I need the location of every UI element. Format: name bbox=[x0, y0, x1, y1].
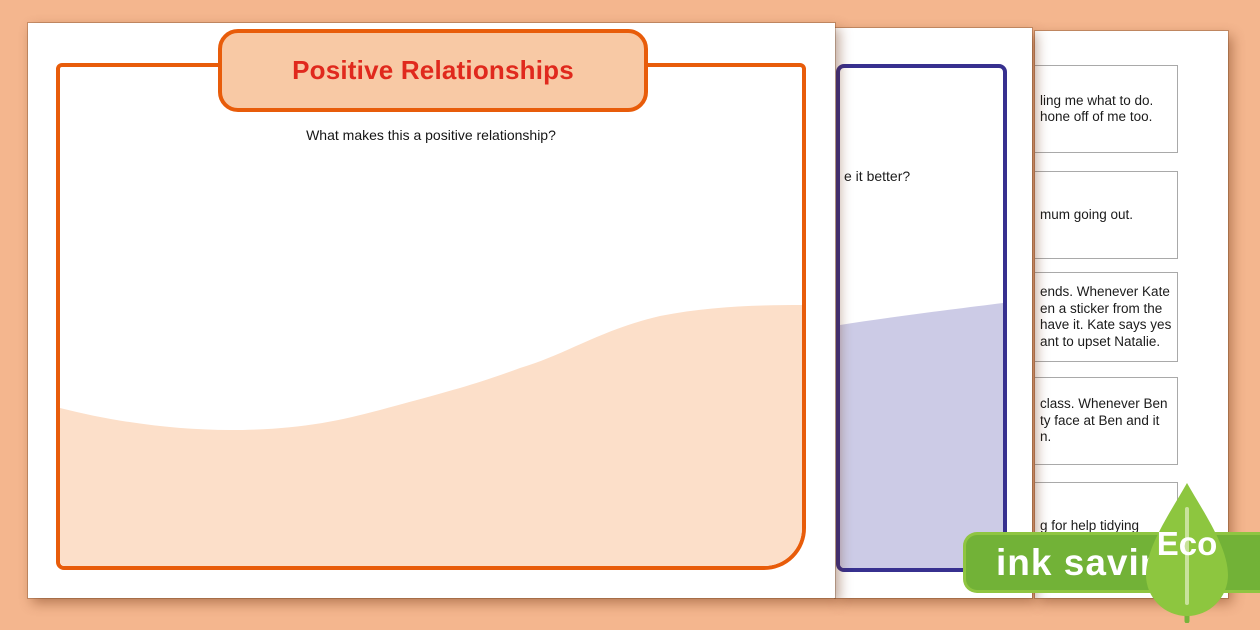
scenario-text: ant to upset Natalie. bbox=[1040, 333, 1161, 349]
leaf-icon bbox=[1146, 483, 1228, 623]
page-subtitle: What makes this a positive relationship? bbox=[306, 127, 556, 143]
scenario-text: hone off of me too. bbox=[1040, 109, 1153, 124]
page-title: Positive Relationships bbox=[292, 55, 574, 85]
scenario-text: en a sticker from the bbox=[1040, 300, 1163, 316]
scenario-box: class. Whenever Ben ty face at Ben and i… bbox=[1035, 377, 1178, 465]
scenario-box: ling me what to do. hone off of me too. bbox=[1035, 65, 1178, 153]
scenario-text: n. bbox=[1040, 429, 1052, 445]
wave-clip bbox=[60, 67, 802, 566]
lavender-wave-shape bbox=[840, 303, 1003, 568]
purple-frame: e it better? bbox=[836, 64, 1007, 572]
peach-wave-shape bbox=[60, 305, 802, 566]
page-purple-card: e it better? bbox=[835, 28, 1032, 598]
scenario-text: mum going out. bbox=[1040, 206, 1134, 222]
prompt-text: e it better? bbox=[844, 168, 911, 184]
scenario-text: ends. Whenever Kate bbox=[1040, 284, 1170, 299]
page-positive-relationships: Positive Relationships What makes this a… bbox=[28, 23, 835, 598]
scenario-text: ling me what to do. bbox=[1040, 92, 1154, 108]
scenario-text: class. Whenever Ben bbox=[1040, 396, 1168, 412]
page-scenario-cards: ling me what to do. hone off of me too. … bbox=[1035, 31, 1228, 598]
scenario-text: ty face at Ben and it bbox=[1040, 412, 1160, 428]
scenario-text: have it. Kate says yes bbox=[1040, 317, 1172, 332]
scenario-box: ends. Whenever Kate en a sticker from th… bbox=[1035, 272, 1178, 362]
scenario-text: g for help tidying bbox=[1040, 517, 1140, 533]
eco-label: Eco bbox=[1156, 525, 1218, 562]
scenario-box: mum going out. bbox=[1035, 171, 1178, 259]
title-tab: Positive Relationships bbox=[218, 29, 648, 112]
eco-leaf-badge: Eco bbox=[1146, 481, 1228, 623]
